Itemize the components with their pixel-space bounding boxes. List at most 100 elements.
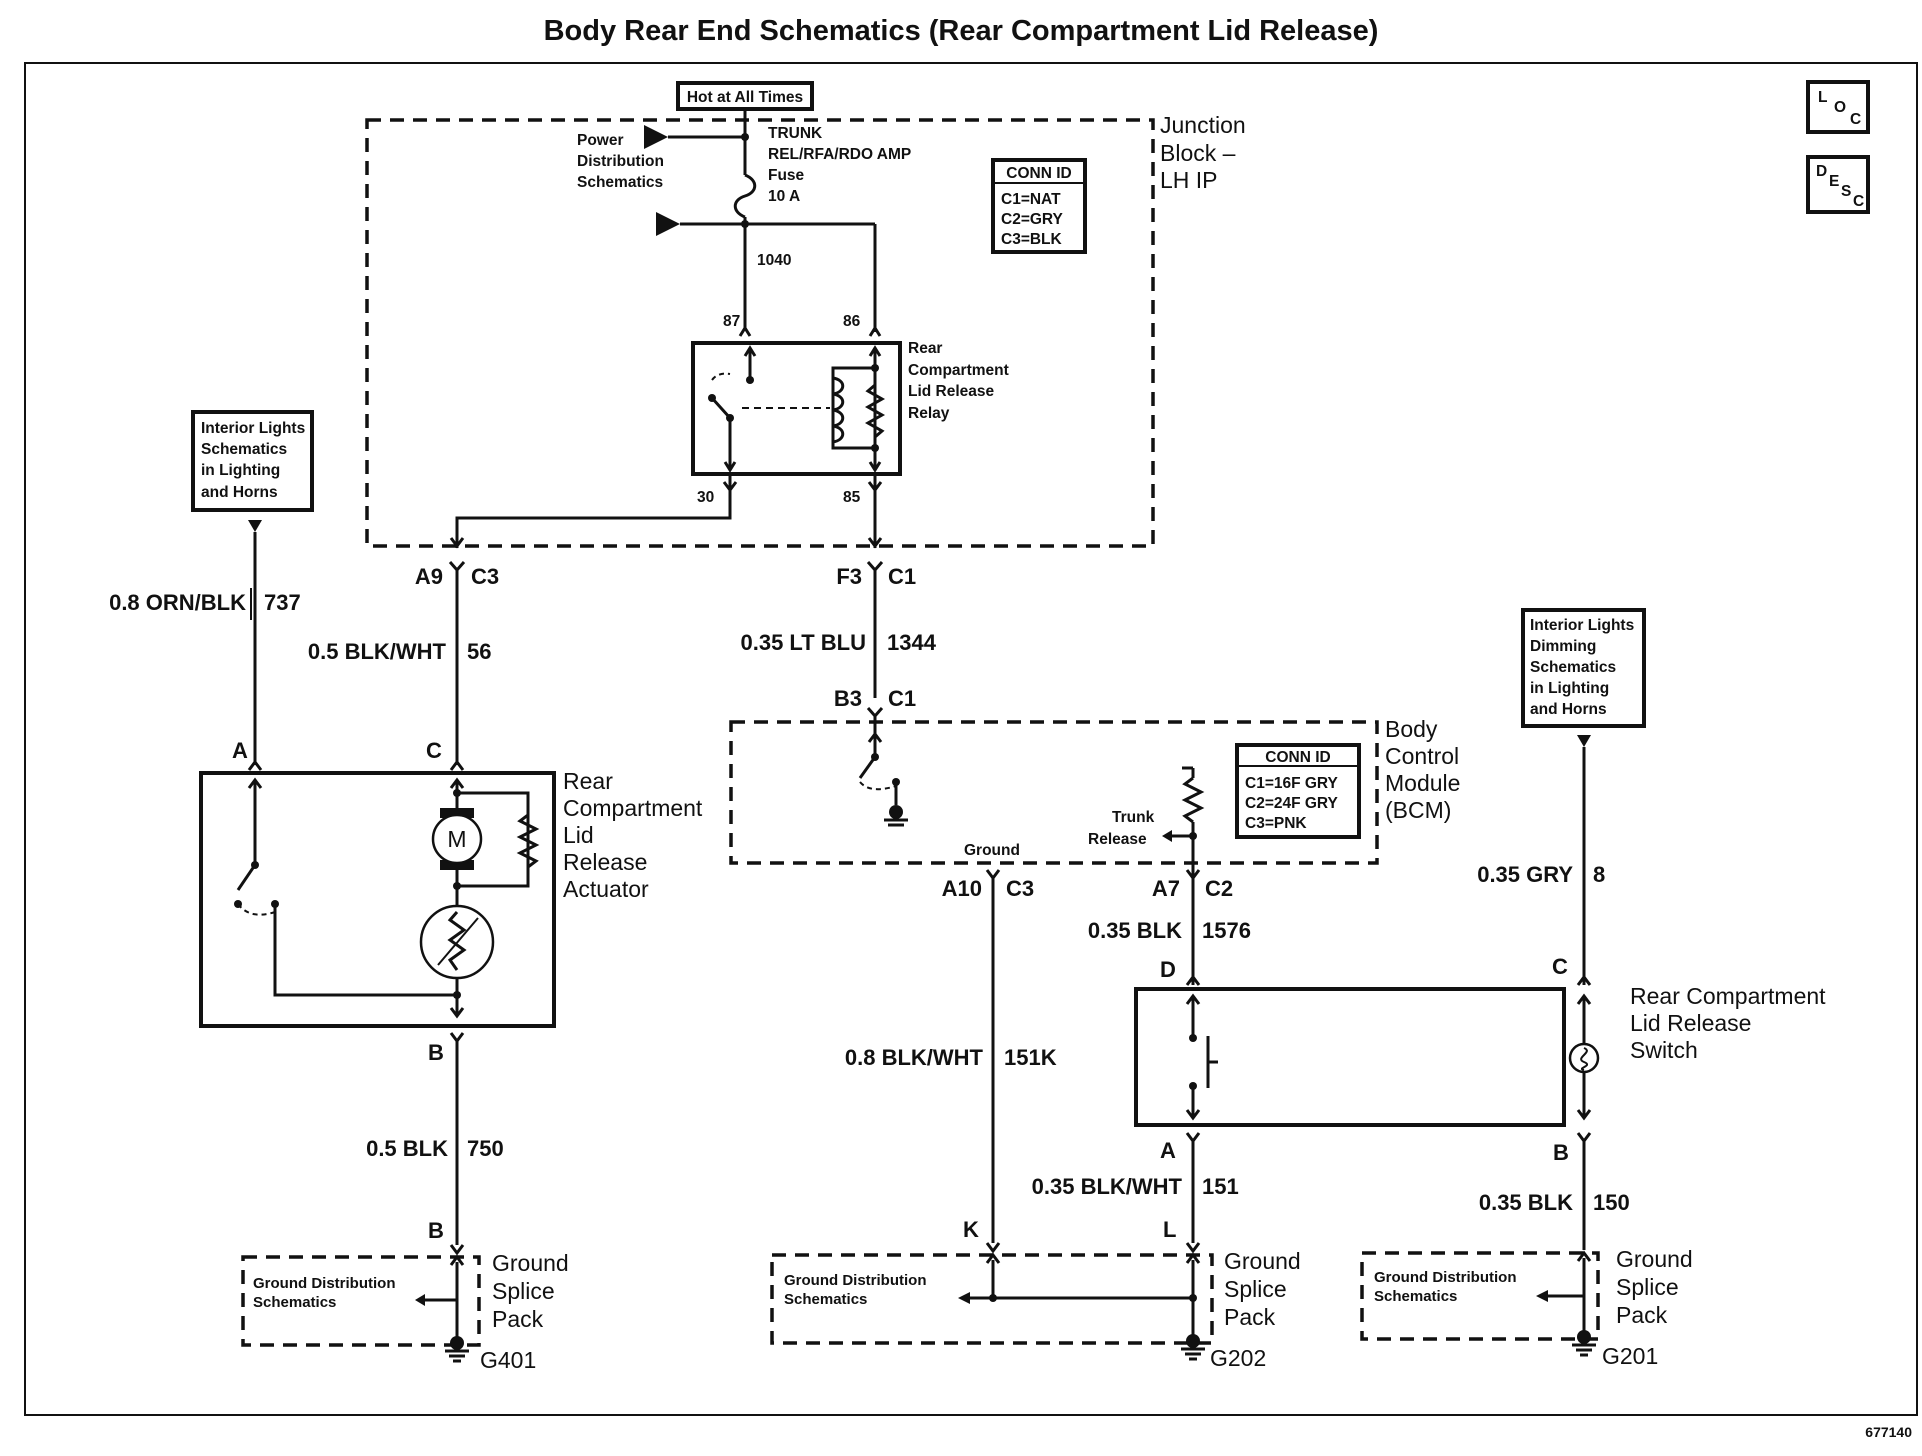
bcm-conn-id: CONN ID C1=16F GRY C2=24F GRY C3=PNK xyxy=(1235,743,1361,839)
svg-text:Ground Distribution: Ground Distribution xyxy=(784,1272,926,1289)
junction-block-label: Junction Block – LH IP xyxy=(1160,112,1246,193)
switch-pin-c: C xyxy=(1552,954,1568,979)
ground-splice-g201-label: Ground Splice Pack G201 xyxy=(1602,1246,1693,1369)
svg-text:CONN ID: CONN ID xyxy=(1265,749,1330,766)
svg-text:Actuator: Actuator xyxy=(563,876,649,902)
svg-text:(BCM): (BCM) xyxy=(1385,797,1451,823)
svg-text:Lid Release: Lid Release xyxy=(1630,1010,1751,1036)
wire-1576-num: 1576 xyxy=(1202,918,1251,943)
svg-text:Rear: Rear xyxy=(908,340,942,357)
svg-text:Fuse: Fuse xyxy=(768,167,805,184)
lid-release-actuator: M xyxy=(199,771,556,1028)
switch-pin-b: B xyxy=(1553,1140,1569,1165)
svg-text:C3=PNK: C3=PNK xyxy=(1245,815,1307,832)
connector-a7-c2: C2 xyxy=(1205,876,1233,901)
wire-8-label: 0.35 GRY xyxy=(1477,862,1573,887)
ground-splice-g202-label: Ground Splice Pack G202 xyxy=(1210,1248,1301,1371)
interior-dimming-ref: Interior Lights Dimming Schematics in Li… xyxy=(1521,608,1646,747)
splice-pin-l: L xyxy=(1163,1217,1176,1242)
wire-750-num: 750 xyxy=(467,1136,504,1161)
svg-text:Power: Power xyxy=(577,132,624,149)
svg-text:Splice: Splice xyxy=(1224,1276,1287,1302)
loc-icon[interactable]: L O C xyxy=(1806,80,1870,134)
ground-splice-g201: Ground Distribution Schematics xyxy=(1360,1250,1600,1357)
lid-release-relay: 87 86 30 85 xyxy=(691,313,902,506)
junction-block-boundary xyxy=(365,118,1155,548)
svg-text:Ground Distribution: Ground Distribution xyxy=(1374,1269,1516,1286)
relay-30-wire xyxy=(455,474,732,548)
bcm-ground-label: Ground xyxy=(964,842,1020,859)
svg-text:Lid: Lid xyxy=(563,822,594,848)
svg-text:Dimming: Dimming xyxy=(1530,638,1596,655)
svg-text:Splice: Splice xyxy=(1616,1274,1679,1300)
svg-text:D: D xyxy=(1816,163,1827,180)
ground-splice-g202: Ground Distribution Schematics xyxy=(770,1252,1214,1361)
svg-text:and Horns: and Horns xyxy=(201,484,278,501)
bcm-input-switch xyxy=(858,716,908,827)
svg-text:86: 86 xyxy=(843,313,861,330)
interior-lights-ref: Interior Lights Schematics in Lighting a… xyxy=(191,410,314,532)
wire-737-num: 737 xyxy=(264,590,301,615)
svg-text:C1=NAT: C1=NAT xyxy=(1001,191,1061,208)
connector-b3: B3 xyxy=(834,686,862,711)
lid-release-switch xyxy=(1134,987,1600,1127)
power-distribution-ref: Power Distribution Schematics xyxy=(577,125,745,191)
svg-text:Hot at All Times: Hot at All Times xyxy=(687,89,803,106)
svg-text:Schematics: Schematics xyxy=(1374,1288,1457,1305)
figure-number: 677140 xyxy=(1865,1424,1912,1440)
svg-text:Schematics: Schematics xyxy=(784,1291,867,1308)
svg-text:10 A: 10 A xyxy=(768,188,800,205)
svg-text:Release: Release xyxy=(563,849,647,875)
svg-text:Schematics: Schematics xyxy=(201,441,287,458)
svg-text:Interior Lights: Interior Lights xyxy=(1530,617,1634,634)
trunk-fuse: TRUNK REL/RFA/RDO AMP Fuse 10 A xyxy=(733,109,911,330)
connector-a10: A10 xyxy=(942,876,982,901)
wire-150-label: 0.35 BLK xyxy=(1479,1190,1573,1215)
connector-b3-c1: C1 xyxy=(888,686,916,711)
circuit-1040-label: 1040 xyxy=(757,252,791,269)
junction-block-conn-id: CONN ID C1=NAT C2=GRY C3=BLK xyxy=(991,158,1087,254)
switch-pin-a: A xyxy=(1160,1138,1176,1163)
connector-a7: A7 xyxy=(1152,876,1180,901)
svg-text:Release: Release xyxy=(1088,831,1147,848)
switch-pin-d: D xyxy=(1160,957,1176,982)
svg-text:Distribution: Distribution xyxy=(577,153,664,170)
svg-text:Ground: Ground xyxy=(492,1250,569,1276)
ground-g201: G201 xyxy=(1602,1343,1658,1369)
svg-text:REL/RFA/RDO AMP: REL/RFA/RDO AMP xyxy=(768,146,911,163)
switch-label: Rear Compartment Lid Release Switch xyxy=(1630,983,1826,1063)
svg-text:Compartment: Compartment xyxy=(908,362,1009,379)
ground-g202: G202 xyxy=(1210,1345,1266,1371)
bcm-boundary xyxy=(729,720,1379,865)
actuator-label: Rear Compartment Lid Release Actuator xyxy=(563,768,703,902)
svg-text:Block –: Block – xyxy=(1160,140,1236,166)
svg-text:and Horns: and Horns xyxy=(1530,701,1607,718)
actuator-pin-c: C xyxy=(426,738,442,763)
svg-text:Pack: Pack xyxy=(1224,1304,1276,1330)
desc-icon[interactable]: D E S C xyxy=(1806,155,1870,214)
wire-1576-label: 0.35 BLK xyxy=(1088,918,1182,943)
wire-1344-label: 0.35 LT BLU xyxy=(740,630,866,655)
svg-text:L: L xyxy=(1818,89,1827,106)
connector-f3: F3 xyxy=(836,564,862,589)
page-title: Body Rear End Schematics (Rear Compartme… xyxy=(544,15,1379,47)
svg-text:Ground Distribution: Ground Distribution xyxy=(253,1275,395,1292)
wire-737-label: 0.8 ORN/BLK xyxy=(109,590,246,615)
svg-text:Switch: Switch xyxy=(1630,1037,1698,1063)
splice-pin-k: K xyxy=(963,1217,979,1242)
wire-151-num: 151 xyxy=(1202,1174,1239,1199)
svg-text:C: C xyxy=(1850,111,1861,128)
svg-text:LH IP: LH IP xyxy=(1160,167,1218,193)
svg-text:85: 85 xyxy=(843,489,861,506)
svg-text:Body: Body xyxy=(1385,716,1438,742)
svg-text:E: E xyxy=(1829,173,1839,190)
svg-text:30: 30 xyxy=(697,489,714,506)
ground-splice-g401-label: Ground Splice Pack G401 xyxy=(480,1250,569,1373)
ground-g401: G401 xyxy=(480,1347,536,1373)
svg-text:in Lighting: in Lighting xyxy=(201,462,280,479)
svg-text:Schematics: Schematics xyxy=(253,1294,336,1311)
svg-text:CONN ID: CONN ID xyxy=(1006,165,1071,182)
wire-56-label: 0.5 BLK/WHT xyxy=(308,639,447,664)
svg-text:Ground: Ground xyxy=(1616,1246,1693,1272)
